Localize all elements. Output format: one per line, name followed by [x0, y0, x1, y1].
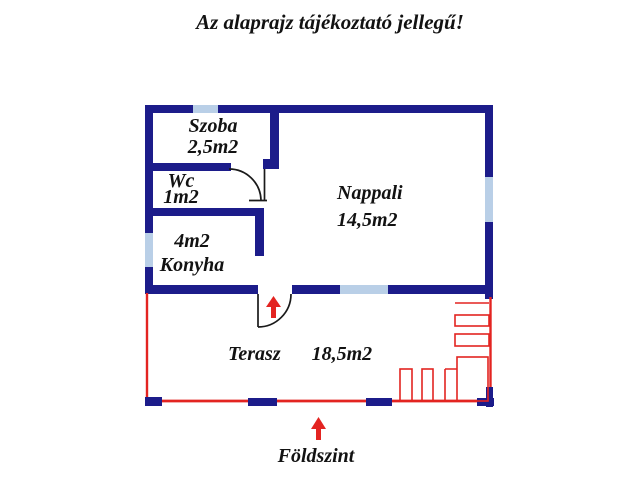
stair-step-2	[454, 314, 490, 327]
windows	[145, 105, 493, 294]
entrance-door	[257, 293, 292, 328]
room-name-szoba: Szoba	[188, 115, 238, 137]
terrace-post-2	[366, 398, 392, 406]
wall-bottom-left	[145, 285, 258, 294]
window-left	[145, 233, 153, 267]
room-name-konyha: Konyha	[159, 253, 225, 276]
entrance-door-arc	[257, 293, 292, 328]
room-area-terasz: 18,5m2	[311, 343, 373, 365]
room-area-wc: 1m2	[163, 185, 199, 208]
stair-step-3	[454, 333, 490, 347]
terrace-post-corner-right-vertical	[486, 387, 493, 407]
room-label-konyha: 4m2 Konyha	[160, 230, 224, 277]
floor-title: Földszint	[277, 445, 355, 467]
terrace-outline	[145, 293, 492, 403]
room-label-szoba: Szoba 2,5m2	[188, 116, 239, 157]
entrance-arrow-head	[266, 296, 281, 307]
room-area-konyha: 4m2	[174, 230, 210, 252]
interior-walls	[145, 105, 279, 256]
direction-arrow-shaft	[316, 429, 321, 440]
entrance-arrow-icon	[266, 296, 281, 318]
disclaimer-title: Az alaprajz tájékoztató jellegű!	[196, 10, 464, 34]
wall-szoba-notch	[263, 159, 271, 169]
wc-door-arc	[228, 168, 262, 201]
stair-step-4	[444, 368, 457, 401]
wall-szoba-right	[270, 105, 279, 169]
wall-bottom-right	[292, 285, 493, 294]
terrace-posts	[145, 387, 494, 407]
wall-konyha-right	[255, 208, 264, 256]
terrace-post-corner-left	[145, 397, 162, 406]
room-name-nappali: Nappali	[337, 182, 403, 204]
room-label-wc: Wc 1m2	[163, 170, 199, 208]
room-name-terasz: Terasz	[228, 343, 281, 365]
room-area-szoba: 2,5m2	[187, 135, 239, 158]
window-top	[193, 105, 218, 113]
wall-top	[145, 105, 493, 113]
wall-left	[145, 105, 153, 293]
terrace-post-1	[248, 398, 277, 406]
direction-arrow-icon	[311, 417, 326, 440]
wall-wc-bottom	[145, 208, 264, 216]
room-label-terasz: Terasz 18,5m2	[228, 343, 372, 366]
room-area-nappali: 14,5m2	[337, 209, 398, 231]
room-label-nappali: Nappali 14,5m2	[337, 180, 403, 234]
window-bottom	[340, 285, 388, 294]
stair-landing	[456, 356, 489, 402]
wc-door	[228, 168, 267, 202]
staircase	[399, 302, 490, 402]
window-right	[485, 177, 493, 222]
stair-step-6	[399, 368, 413, 402]
entrance-arrow-shaft	[271, 307, 276, 318]
wall-wc-top	[145, 163, 231, 171]
direction-arrow-head	[311, 417, 326, 429]
stair-step-5	[421, 368, 434, 402]
terrace-post-corner-right	[477, 398, 494, 406]
room-name-wc: Wc	[167, 170, 195, 192]
